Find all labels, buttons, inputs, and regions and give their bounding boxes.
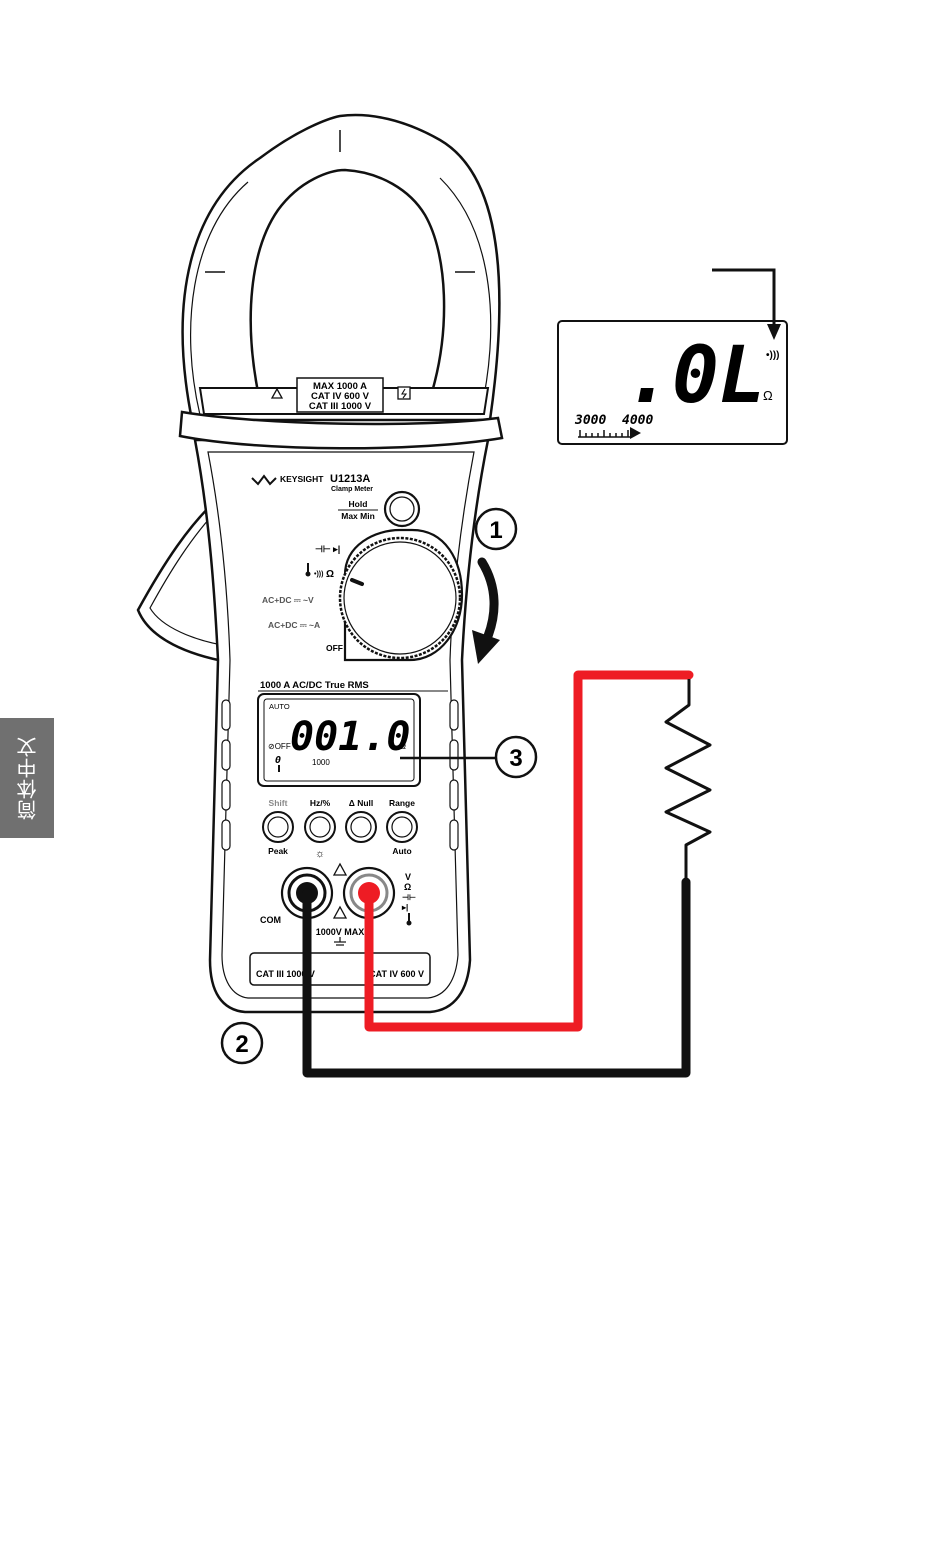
dial-cap-diode-label: ⊣⊢ ▸| — [315, 544, 340, 554]
null-label: Δ Null — [349, 798, 374, 808]
svg-text:3: 3 — [509, 745, 522, 772]
clamp-jaw — [183, 115, 500, 420]
lcd-auto: AUTO — [269, 702, 290, 711]
dial-ohm-label: Ω — [326, 569, 334, 580]
lcd-scale-label: 1000 — [312, 758, 330, 767]
auto-label: Auto — [392, 846, 411, 856]
rating-line-3: CAT III 1000 V — [309, 401, 372, 412]
hold-label: Hold — [349, 499, 368, 509]
inset-reading: .0L — [625, 331, 766, 421]
backlight-icon: ☼ — [315, 848, 325, 860]
inset-continuity-icon: •))) — [766, 350, 780, 361]
lcd-reading: 001.0 — [290, 714, 410, 760]
trms-label: 1000 A AC/DC True RMS — [260, 680, 369, 691]
cat-right-label: CAT IV 600 V — [369, 969, 424, 979]
lcd-unit: Ω — [400, 742, 406, 751]
rotation-arrow-icon — [472, 562, 500, 664]
dial-off-label: OFF — [326, 643, 343, 653]
maxmin-label: Max Min — [341, 511, 375, 521]
model-subtitle: Clamp Meter — [331, 486, 373, 493]
inset-scale-left: 3000 — [574, 413, 606, 428]
lcd-scale-small: 0 — [275, 755, 281, 766]
inset-scale-right: 4000 — [622, 413, 653, 428]
rotary-dial[interactable] — [340, 530, 462, 660]
model-name: U1213A — [330, 473, 370, 485]
input-ohm-label: Ω — [404, 882, 411, 892]
range-label: Range — [389, 798, 415, 808]
peak-label: Peak — [268, 846, 288, 856]
continuity-icon: •))) — [314, 571, 323, 578]
dial-v-label: AC+DC ⎓ ~V — [262, 595, 314, 605]
input-diode-label: ▸| — [401, 903, 408, 912]
lcd-off-indicator: ⊘OFF — [268, 742, 291, 751]
input-v-label: V — [405, 872, 411, 882]
main-display: 1000 A AC/DC True RMS AUTO 001.0 ⊘OFF Ω … — [258, 680, 448, 786]
hz-label: Hz/% — [310, 798, 331, 808]
brand-name: KEYSIGHT — [280, 474, 324, 484]
input-cap-label: ⊣⊢ — [402, 892, 416, 902]
dial-a-label: AC+DC ⎓ ~A — [268, 620, 320, 630]
callout-1: 1 — [476, 509, 516, 549]
svg-text:2: 2 — [235, 1031, 248, 1058]
inset-display: .0L •))) Ω 3000 4000 — [558, 270, 787, 444]
inset-unit: Ω — [763, 388, 773, 403]
resistor — [666, 679, 710, 882]
callout-2: 2 — [222, 1023, 262, 1063]
shift-label: Shift — [269, 798, 288, 808]
com-label: COM — [260, 915, 281, 925]
max-voltage-label: 1000V MAX — [316, 927, 365, 937]
svg-text:1: 1 — [489, 517, 502, 544]
